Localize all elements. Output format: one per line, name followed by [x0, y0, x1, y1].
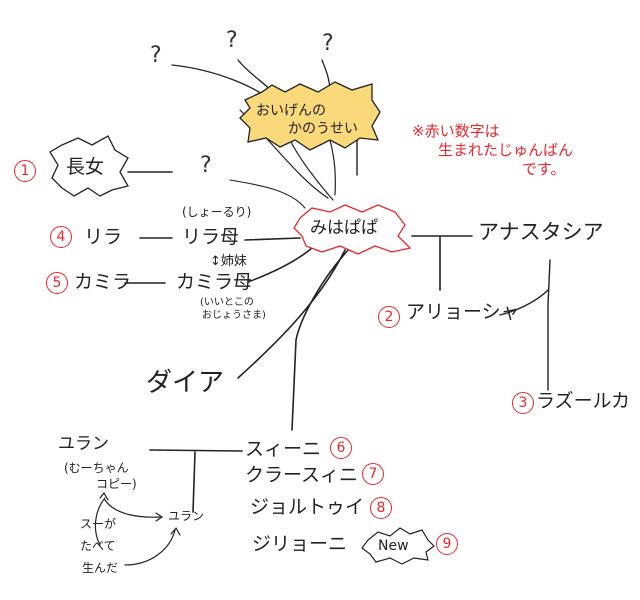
birth-order-badge: 6 [330, 437, 352, 459]
yuran-birth-note: スーが [80, 517, 117, 531]
yuran-note: (むーちゃん [64, 461, 129, 475]
birth-order-badge: 2 [378, 306, 400, 328]
sisters-label: ↕姉妹 [210, 254, 247, 269]
alyosha-label: アリョーシャ [406, 301, 520, 323]
yuran-birth-note: たべて [80, 539, 116, 553]
child-label: ジリョーニ [252, 533, 348, 555]
question-mark: ? [226, 28, 238, 53]
hypothesis-line1: おいげんの [256, 103, 326, 119]
birth-order-badge: 8 [370, 497, 392, 519]
yuran2-label: ユラン [168, 509, 205, 523]
lira-label: リラ [84, 226, 123, 248]
new-badge: New [378, 538, 409, 554]
note-line: 生まれたじゅんばん [438, 140, 574, 159]
birth-order-badge: 3 [512, 392, 534, 414]
child-label: ジョルトゥイ [250, 496, 365, 518]
hypothesis-burst [239, 81, 381, 151]
birth-order-badge: 1 [14, 160, 36, 182]
birth-order-badge: 4 [50, 226, 72, 248]
child-label: クラースィニ [245, 464, 359, 486]
birth-order-badge: 9 [436, 533, 458, 555]
yuran-birth-note: 生んだ [82, 561, 119, 575]
kamira-label: カミラ [74, 271, 132, 293]
kamira-mother-label: カミラ母 [176, 271, 253, 293]
eldest-burst [49, 135, 129, 197]
kamira-mother-note: おじょうさま) [202, 310, 266, 321]
birth-order-badge: 5 [46, 272, 68, 294]
center-person-label: みはぱぱ [310, 218, 378, 238]
kamira-mother-note: (いいとこの [200, 297, 254, 308]
lazurka-label: ラズールカ [536, 390, 631, 412]
birth-order-badge: 7 [362, 463, 384, 485]
question-mark: ? [200, 153, 212, 178]
hypothesis-line2: かのうせい [288, 121, 358, 137]
note-text: ※赤い数字は 生まれたじゅんばん です。 [412, 122, 573, 178]
note-line: です。 [522, 159, 566, 178]
new-burst [361, 527, 435, 565]
center-burst [293, 204, 412, 255]
lira-mother-note: (しょーるり) [182, 205, 252, 219]
question-mark: ? [150, 43, 162, 68]
yuran-label: ユラン [58, 434, 109, 454]
anastasia-label: アナスタシア [478, 220, 604, 244]
yuran-note: コピー) [96, 477, 137, 491]
question-mark: ? [322, 31, 334, 56]
child-label: スィーニ [245, 438, 322, 460]
daia-label: ダイア [146, 368, 225, 398]
lira-mother-label: リラ母 [182, 226, 240, 248]
eldest-daughter-label: 長女 [66, 156, 105, 178]
note-line: ※赤い数字は [412, 122, 500, 140]
